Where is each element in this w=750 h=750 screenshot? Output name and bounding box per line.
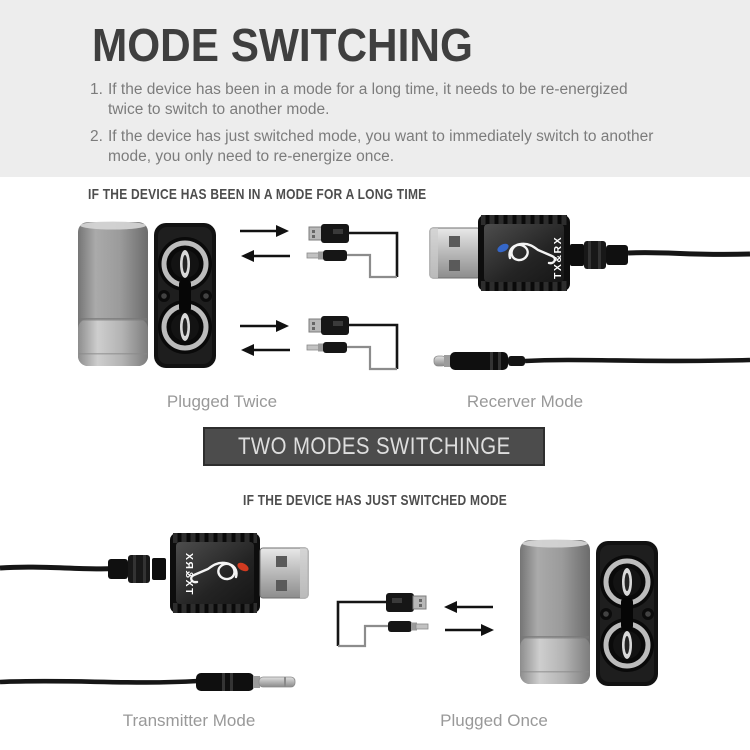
- instruction-1-text: If the device has been in a mode for a l…: [108, 81, 628, 118]
- aux-jack-cable-image: [0, 673, 296, 691]
- instruction-2: 2. If the device has just switched mode,…: [90, 127, 662, 167]
- instruction-2-number: 2.: [90, 128, 103, 145]
- arrow-right-icon: [240, 320, 289, 332]
- two-modes-banner: TWO MODES SWITCHINGE: [203, 427, 545, 466]
- arrow-left-icon: [241, 250, 290, 262]
- dongle-label: TX&RX: [552, 236, 564, 279]
- caption-receiver-mode: Recerver Mode: [466, 392, 584, 411]
- dongle-label-mirrored: TX&RX: [183, 551, 195, 594]
- speaker-pair-image: [78, 221, 216, 368]
- caption-transmitter-mode: Transmitter Mode: [122, 711, 256, 730]
- instruction-1: 1. If the device has been in a mode for …: [90, 80, 662, 120]
- treble-clef-logo-icon: [508, 242, 557, 265]
- aux-jack-cable-image: [433, 352, 750, 370]
- instruction-2-text: If the device has just switched mode, yo…: [108, 128, 654, 165]
- page-title: MODE SWITCHING: [92, 19, 473, 71]
- header: MODE SWITCHING 1. If the device has been…: [0, 0, 750, 177]
- bluetooth-dongle-image: TX&RX: [0, 533, 309, 613]
- treble-clef-logo-icon: [189, 561, 238, 584]
- arrow-left-icon: [241, 344, 290, 356]
- section-long-time-heading: IF THE DEVICE HAS BEEN IN A MODE FOR A L…: [88, 186, 427, 203]
- arrow-right-icon: [240, 225, 289, 237]
- arrow-right-icon: [445, 624, 494, 636]
- bluetooth-dongle-image: TX&RX: [429, 215, 750, 291]
- speaker-pair-image: [520, 539, 658, 686]
- caption-plugged-twice: Plugged Twice: [166, 392, 278, 411]
- usb-aux-cable-image: [306, 316, 399, 371]
- caption-plugged-once: Plugged Once: [440, 711, 548, 730]
- usb-aux-cable-image: [306, 224, 399, 279]
- instruction-1-number: 1.: [90, 81, 103, 98]
- usb-aux-cable-image: [336, 593, 429, 648]
- section-just-switched-heading: IF THE DEVICE HAS JUST SWITCHED MODE: [243, 492, 507, 509]
- arrow-left-icon: [444, 601, 493, 613]
- two-modes-banner-text: TWO MODES SWITCHINGE: [237, 432, 511, 460]
